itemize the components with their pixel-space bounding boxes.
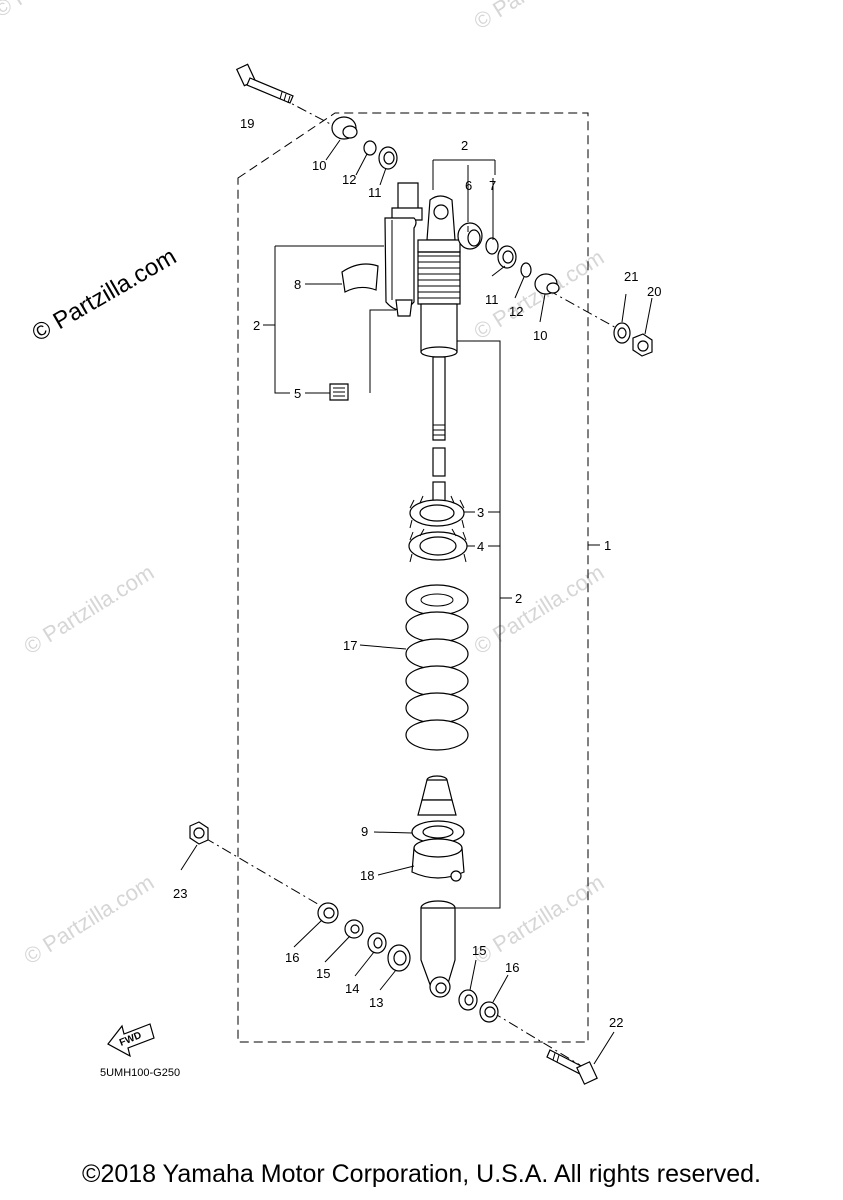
o-ring-7 [485, 237, 499, 255]
shock-body [417, 195, 461, 358]
adjuster-4 [408, 528, 468, 563]
diagram-code: 5UMH100-G250 [100, 1067, 180, 1079]
callout-22: 22 [609, 1015, 623, 1030]
screw-5 [329, 383, 349, 401]
collar-15-right [458, 989, 478, 1011]
nut-23 [189, 821, 209, 845]
bolt-19 [235, 63, 294, 104]
collar-15-left [344, 919, 364, 939]
callout-4: 4 [477, 539, 484, 554]
bolt-22 [546, 1049, 598, 1085]
watermark-text: © Partzilla.com [0, 0, 128, 22]
callout-2: 2 [253, 318, 260, 333]
fwd-arrow-icon: FWD [107, 1023, 155, 1058]
bushing-14 [367, 932, 387, 954]
callout-15: 15 [472, 943, 486, 958]
callout-19: 19 [240, 116, 254, 131]
reservoir [384, 182, 423, 317]
o-ring-12-top [363, 140, 377, 156]
callout-16: 16 [505, 960, 519, 975]
callout-21: 21 [624, 269, 638, 284]
lower-clevis [420, 900, 456, 998]
bushing-11-right [497, 245, 517, 269]
axis-line [547, 289, 621, 331]
watermark-text: © Partzilla.com [19, 559, 158, 659]
partzilla-watermark: © Partzilla.com [28, 243, 182, 347]
assembly-boundary [237, 112, 589, 1043]
callout-20: 20 [647, 284, 661, 299]
collar-10-right [534, 273, 560, 295]
watermark-text: © Partzilla.com [469, 0, 608, 34]
copyright-notice: ©2018 Yamaha Motor Corporation, U.S.A. A… [82, 1160, 761, 1188]
callout-2: 2 [515, 591, 522, 606]
callout-14: 14 [345, 981, 359, 996]
callout-5: 5 [294, 386, 301, 401]
collar-10-top [331, 116, 358, 140]
callout-11: 11 [485, 292, 499, 307]
callout-8: 8 [294, 277, 301, 292]
watermark-text: © Partzilla.com [19, 869, 158, 969]
callout-12: 12 [342, 172, 356, 187]
bump-stop [417, 775, 457, 816]
callout-3: 3 [477, 505, 484, 520]
washer-16-right [479, 1001, 499, 1023]
callout-1: 1 [604, 538, 611, 553]
spring-seat-9 [411, 820, 465, 844]
callout-12: 12 [509, 304, 523, 319]
stopper-18 [411, 838, 465, 882]
callout-10: 10 [312, 158, 326, 173]
bearing-6 [457, 222, 483, 250]
callout-9: 9 [361, 824, 368, 839]
shock-shaft [432, 356, 446, 503]
callout-6: 6 [465, 178, 472, 193]
washer-16-left [317, 902, 339, 924]
axis-line [204, 837, 329, 911]
bushing-11-top [378, 146, 398, 170]
callout-11: 11 [368, 185, 382, 200]
locknut-3 [409, 495, 465, 529]
callout-23: 23 [173, 886, 187, 901]
callout-10: 10 [533, 328, 547, 343]
callout-15: 15 [316, 966, 330, 981]
watermark-layer: © Partzilla.com © Partzilla.com © Partzi… [0, 0, 608, 969]
callout-2: 2 [461, 138, 468, 153]
spring-17 [405, 584, 469, 751]
callout-18: 18 [360, 868, 374, 883]
leader-lines [180, 139, 653, 1065]
callout-labels: 19 10 12 11 2 6 7 8 2 5 11 12 10 21 20 3… [173, 116, 661, 1030]
band-8 [341, 263, 379, 293]
callout-7: 7 [489, 178, 496, 193]
bearing-13 [387, 944, 411, 972]
washer-21 [613, 322, 631, 344]
callout-16: 16 [285, 950, 299, 965]
o-ring-12-right [520, 262, 532, 278]
nut-20 [632, 333, 653, 357]
axis-line [491, 1011, 581, 1066]
callout-17: 17 [343, 638, 357, 653]
callout-13: 13 [369, 995, 383, 1010]
